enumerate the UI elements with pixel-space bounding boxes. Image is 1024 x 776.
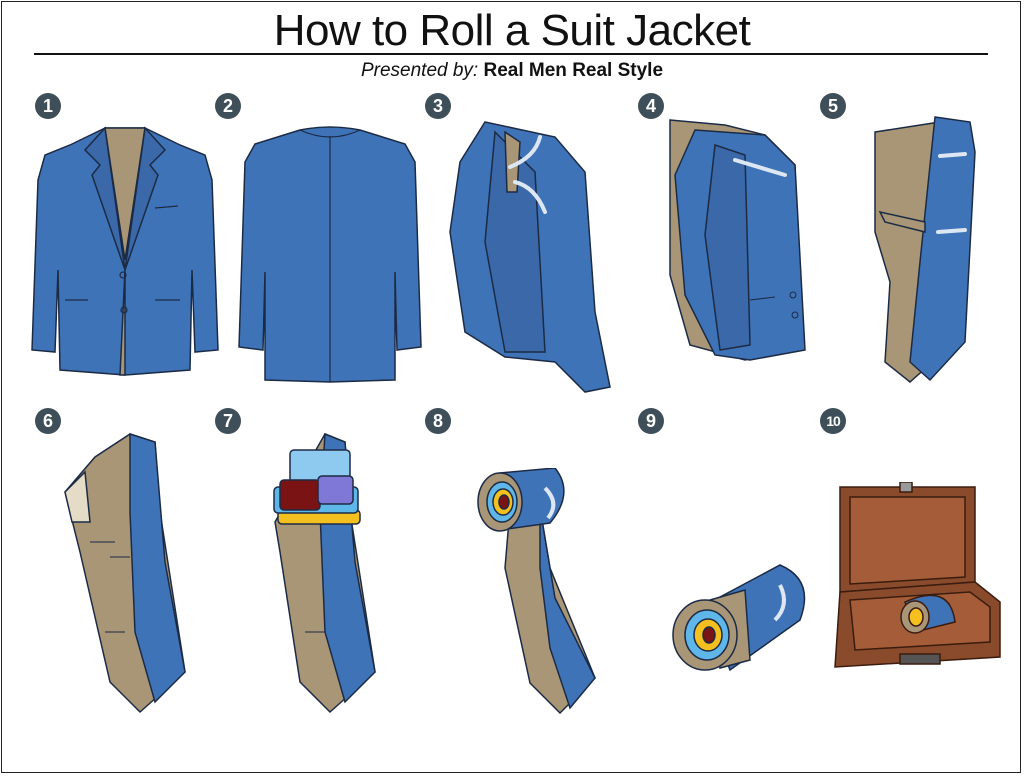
- step-badge-8: 8: [425, 408, 451, 434]
- subtitle: Presented by: Real Men Real Style: [0, 60, 1024, 82]
- step-badge-4: 4: [638, 93, 664, 119]
- jacket-fold-half-icon: [874, 116, 976, 383]
- jacket-back-icon: [238, 126, 422, 383]
- step-badge-10: 10: [820, 408, 846, 434]
- jacket-rolling-icon: [477, 468, 596, 714]
- jacket-with-clothes-icon: [273, 432, 376, 714]
- jacket-fold-sleeve-icon: [669, 119, 806, 361]
- page-title: How to Roll a Suit Jacket: [273, 6, 751, 55]
- jacket-fold-shoulders-icon: [449, 121, 611, 393]
- step-badge-7: 7: [215, 408, 241, 434]
- title-divider: [34, 53, 988, 55]
- jacket-inside-out-icon: [64, 432, 186, 714]
- suitcase-icon: [834, 482, 1001, 668]
- step-badge-1: 1: [35, 93, 61, 119]
- brand-name: Real Men Real Style: [483, 60, 664, 81]
- jacket-front-icon: [31, 126, 219, 376]
- presented-by-label: Presented by:: [360, 60, 479, 81]
- jacket-rolled-icon: [672, 564, 806, 672]
- step-badge-3: 3: [425, 93, 451, 119]
- step-badge-6: 6: [35, 408, 61, 434]
- step-badge-9: 9: [638, 408, 664, 434]
- step-badge-2: 2: [215, 93, 241, 119]
- step-badge-5: 5: [820, 93, 846, 119]
